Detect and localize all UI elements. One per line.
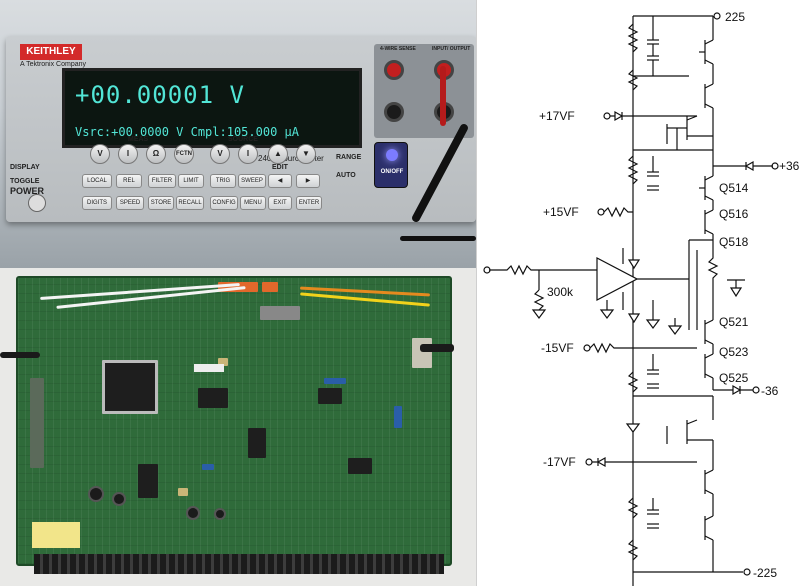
source-label: SOURCE: [228, 136, 258, 143]
meas-label: MEAS: [128, 136, 149, 143]
ic-chip: [318, 388, 342, 404]
schematic-svg: 225 +17VF +36 Q514 +15VF Q516 Q518 300k …: [483, 10, 800, 586]
black-probe: [0, 352, 40, 358]
tan-component: [178, 488, 188, 496]
edge-connector: [30, 378, 44, 468]
trig-button[interactable]: TRIG: [210, 174, 236, 188]
keithley-logo: KEITHLEY: [20, 44, 82, 60]
q525-label: Q525: [719, 371, 749, 385]
digits-button[interactable]: DIGITS: [82, 196, 112, 210]
power-switch[interactable]: [28, 194, 46, 212]
menu-button[interactable]: MENU: [240, 196, 266, 210]
minus36-label: -36: [761, 384, 779, 398]
meas-fctn-button[interactable]: FCTN: [174, 144, 194, 164]
display-source-line: Vsrc:+00.0000 V Cmpl:105.000 µA: [75, 125, 299, 139]
part-label: [194, 364, 224, 372]
enter-button[interactable]: ENTER: [296, 196, 322, 210]
capacitor: [112, 492, 126, 506]
pcb-texture: [18, 278, 450, 564]
q521-label: Q521: [719, 315, 749, 329]
plus17vf-label: +17VF: [539, 109, 575, 123]
store-button[interactable]: STORE: [148, 196, 174, 210]
display-label: DISPLAY: [10, 164, 40, 171]
black-probe: [420, 344, 454, 352]
exit-button[interactable]: EXIT: [268, 196, 292, 210]
r300k-label: 300k: [547, 285, 574, 299]
arrow-left-button[interactable]: ◀: [268, 174, 292, 188]
edit-label: EDIT: [272, 164, 288, 171]
rail-bottom-label: -225: [753, 566, 777, 580]
source-v-button[interactable]: V: [210, 144, 230, 164]
toggle-label: TOGGLE: [10, 178, 40, 185]
blue-component: [202, 464, 214, 470]
config-button[interactable]: CONFIG: [210, 196, 238, 210]
ic-chip: [138, 464, 158, 498]
capacitor: [88, 486, 104, 502]
terminal-block: 4-WIRE SENSE INPUT/ OUTPUT: [374, 44, 474, 138]
capacitor: [214, 508, 226, 520]
connector-block: [260, 306, 300, 320]
pcb-photo: [0, 268, 476, 586]
plus36-label: +36: [779, 159, 800, 173]
minus15vf-label: -15VF: [541, 341, 574, 355]
output-led-icon: [386, 149, 398, 161]
tan-component: [218, 358, 228, 366]
range-label: RANGE: [336, 154, 362, 161]
sourcemeter-photo: KEITHLEY A Tektronix Company +00.00001 V…: [0, 0, 476, 268]
meas-i-button[interactable]: I: [118, 144, 138, 164]
filter-button[interactable]: FILTER: [148, 174, 176, 188]
orange-relay: [262, 282, 278, 292]
ic-chip: [248, 428, 266, 458]
red-test-lead: [440, 66, 446, 126]
rel-button[interactable]: REL: [116, 174, 142, 188]
arrow-right-button[interactable]: ▶: [296, 174, 320, 188]
sweep-button[interactable]: SWEEP: [238, 174, 266, 188]
heatsink-fins: [34, 554, 444, 574]
sourcemeter-front-panel: KEITHLEY A Tektronix Company +00.00001 V…: [6, 36, 476, 222]
label-sticker: [32, 522, 80, 548]
minus17vf-label: -17VF: [543, 455, 576, 469]
four-wire-label: 4-WIRE SENSE: [380, 46, 416, 52]
meas-ohm-button[interactable]: Ω: [146, 144, 166, 164]
rail-top-label: 225: [725, 10, 745, 24]
power-label: POWER: [10, 186, 45, 196]
output-onoff-button[interactable]: ON/OFF: [374, 142, 408, 188]
onoff-label: ON/OFF: [380, 169, 404, 175]
display-main-reading: +00.00001 V: [75, 81, 245, 109]
sense-lo-jack[interactable]: [384, 102, 404, 122]
recall-button[interactable]: RECALL: [176, 196, 204, 210]
source-i-button[interactable]: I: [238, 144, 258, 164]
arrow-up-button[interactable]: ▲: [268, 144, 288, 164]
blue-component: [324, 378, 346, 384]
auto-label: AUTO: [336, 172, 356, 179]
ic-chip: [348, 458, 372, 474]
schematic-diagram: 225 +17VF +36 Q514 +15VF Q516 Q518 300k …: [476, 0, 800, 586]
main-processor-chip: [102, 360, 158, 414]
capacitor: [186, 506, 200, 520]
plus15vf-label: +15VF: [543, 205, 579, 219]
brand-subtitle: A Tektronix Company: [20, 61, 87, 68]
speed-button[interactable]: SPEED: [116, 196, 144, 210]
q514-label: Q514: [719, 181, 749, 195]
sense-hi-jack[interactable]: [384, 60, 404, 80]
model-label: 2400 SourceMeter: [258, 154, 324, 163]
q516-label: Q516: [719, 207, 749, 221]
blue-component: [394, 406, 402, 428]
arrow-down-button[interactable]: ▼: [296, 144, 316, 164]
q518-label: Q518: [719, 235, 749, 249]
black-cable: [400, 236, 476, 241]
input-output-label: INPUT/ OUTPUT: [432, 46, 471, 52]
ic-chip: [198, 388, 228, 408]
header-connector: [412, 338, 432, 368]
q523-label: Q523: [719, 345, 749, 359]
vfd-display: +00.00001 V Vsrc:+00.0000 V Cmpl:105.000…: [62, 68, 362, 148]
circuit-board: [16, 276, 452, 566]
meas-v-button[interactable]: V: [90, 144, 110, 164]
local-button[interactable]: LOCAL: [82, 174, 112, 188]
limit-button[interactable]: LIMIT: [178, 174, 204, 188]
